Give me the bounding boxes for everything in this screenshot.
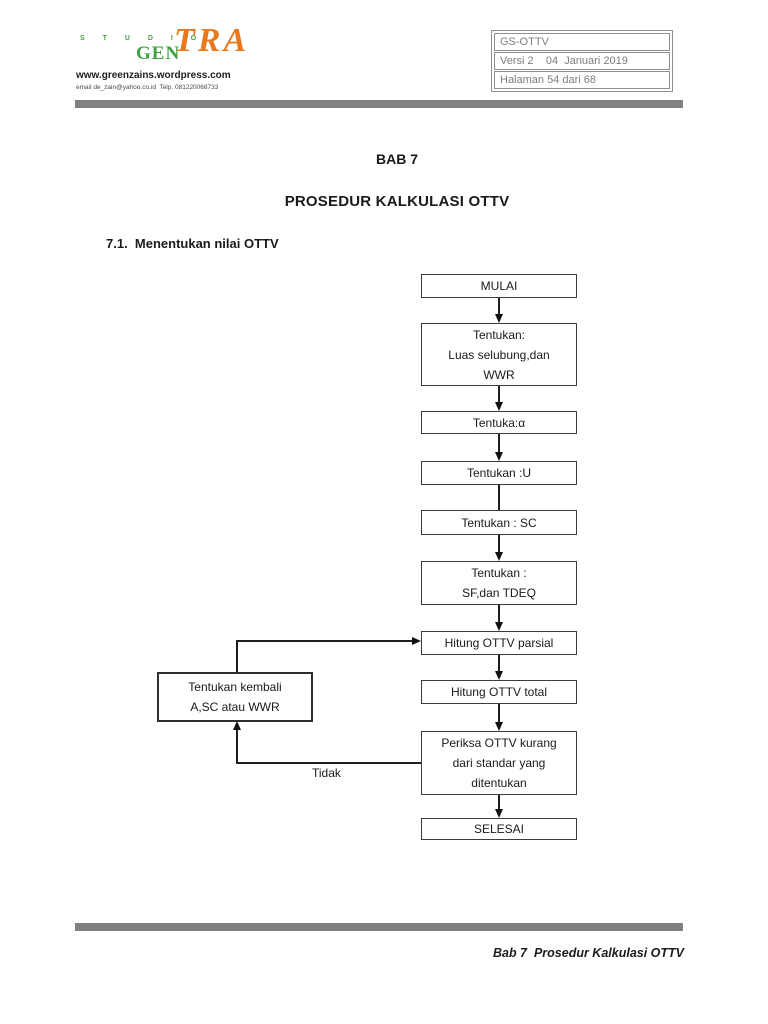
flow-arrow-5-line: [498, 535, 500, 553]
flow-arrow-8-line: [498, 704, 500, 723]
flow-feedback-head: [412, 636, 421, 645]
flow-arrow-5-head: [495, 552, 503, 561]
doc-version-cell: Versi 2 04 Januari 2019: [494, 52, 670, 70]
logo-tra-text: TRA: [174, 22, 250, 59]
flow-node-tentukan-luas-wwr: Tentukan: Luas selubung,dan WWR: [421, 323, 577, 386]
flow-tidak-vline: [236, 729, 238, 764]
logo-studio-text: S T U D I O: [80, 35, 205, 42]
flow-arrow-1-head: [495, 314, 503, 323]
flow-node-hitung-ottv-total: Hitung OTTV total: [421, 680, 577, 704]
flow-arrow-3-line: [498, 434, 500, 453]
flow-arrow-3-head: [495, 452, 503, 461]
flow-arrow-1-line: [498, 298, 500, 315]
doc-code-cell: GS-OTTV: [494, 33, 670, 51]
flow-node-tentukan-kembali: Tentukan kembali A,SC atau WWR: [157, 672, 313, 722]
flow-arrow-6-line: [498, 605, 500, 623]
flow-arrow-2-line: [498, 386, 500, 403]
flow-node-selesai: SELESAI: [421, 818, 577, 840]
flow-feedback-vline: [236, 641, 238, 672]
flow-node-tentuka-alpha: Tentuka:α: [421, 411, 577, 434]
flow-connector-4-line: [498, 485, 500, 510]
logo-website-url: www.greenzains.wordpress.com: [76, 70, 231, 81]
flow-node-periksa-ottv: Periksa OTTV kurang dari standar yang di…: [421, 731, 577, 795]
flow-arrow-7-head: [495, 671, 503, 680]
flow-arrow-6-head: [495, 622, 503, 631]
flow-tidak-head: [232, 721, 241, 730]
flow-arrow-9-head: [495, 809, 503, 818]
flow-node-tentukan-u: Tentukan :U: [421, 461, 577, 485]
flow-arrow-9-line: [498, 795, 500, 810]
flow-node-mulai: MULAI: [421, 274, 577, 298]
chapter-heading: BAB 7: [375, 151, 418, 167]
studio-gentra-logo: S T U D I O GEN TRA www.greenzains.wordp…: [76, 22, 286, 94]
flow-tidak-hline: [237, 762, 421, 764]
doc-info-table: GS-OTTV Versi 2 04 Januari 2019 Halaman …: [491, 30, 673, 92]
logo-contact-info: email de_zain@yahoo.co.id Telp. 08122006…: [76, 84, 219, 91]
flow-node-hitung-ottv-parsial: Hitung OTTV parsial: [421, 631, 577, 655]
header-rule: [75, 100, 683, 108]
edge-label-tidak: Tidak: [312, 766, 341, 780]
flow-node-tentukan-sc: Tentukan : SC: [421, 510, 577, 535]
document-title: PROSEDUR KALKULASI OTTV: [284, 193, 510, 210]
footer-rule: [75, 923, 683, 931]
logo-gen-text: GEN: [136, 43, 181, 64]
flow-feedback-hline: [236, 640, 413, 642]
section-heading: 7.1. Menentukan nilai OTTV: [106, 236, 279, 251]
flow-node-tentukan-sf-tdeq: Tentukan : SF,dan TDEQ: [421, 561, 577, 605]
footer-text: Bab 7 Prosedur Kalkulasi OTTV: [492, 946, 684, 960]
flow-arrow-2-head: [495, 402, 503, 411]
flow-arrow-7-line: [498, 655, 500, 672]
doc-page-cell: Halaman 54 dari 68: [494, 71, 670, 89]
flow-arrow-8-head: [495, 722, 503, 731]
